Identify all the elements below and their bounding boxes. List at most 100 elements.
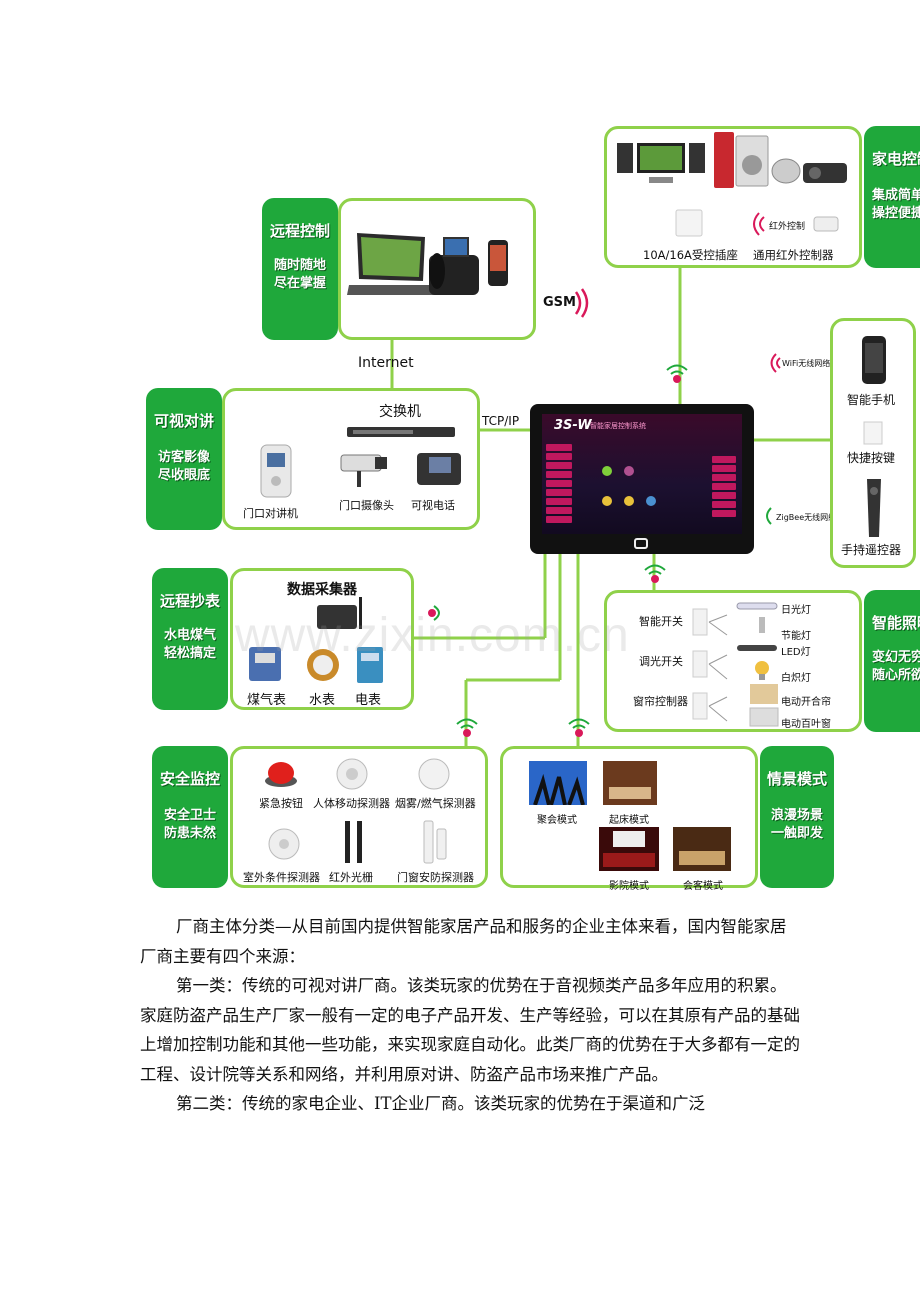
smart-home-diagram: 远程控制 随时随地 尽在掌握 GSM Internet 可视对讲 访客影像 尽收… bbox=[146, 126, 920, 892]
outdoor-detector-label: 室外条件探测器 bbox=[243, 871, 320, 884]
appliance-control-box: 红外控制 10A/16A受控插座 通用红外控制器 bbox=[604, 126, 862, 268]
wireless-signal-icon bbox=[428, 605, 440, 621]
smoke-detector-icon bbox=[418, 758, 450, 790]
meter-reading-box: 数据采集器 煤气表 水表 电表 bbox=[230, 568, 414, 710]
scene-mode-slogan-2: 一触即发 bbox=[770, 826, 823, 841]
video-intercom-slogan-2: 尽收眼底 bbox=[157, 468, 210, 483]
blinds-icon bbox=[749, 707, 779, 727]
infrared-grating-icon bbox=[345, 821, 362, 863]
smart-lighting-title: 智能照明 bbox=[872, 614, 920, 632]
smart-lighting-slogan-1: 变幻无穷 bbox=[872, 650, 920, 665]
energy-saving-lamp-icon bbox=[759, 617, 765, 633]
paragraph-category-1: 第一类：传统的可视对讲厂商。该类玩家的优势在于音视频类产品多年应用的积累。家庭防… bbox=[140, 976, 800, 1084]
remote-control-tag: 远程控制 随时随地 尽在掌握 bbox=[262, 198, 338, 340]
remote-control-box bbox=[338, 198, 536, 340]
security-title: 安全监控 bbox=[159, 770, 220, 788]
smartphone-label: 智能手机 bbox=[847, 393, 896, 407]
wifi-label: WiFi无线网络 bbox=[782, 359, 831, 368]
reception-scene-label: 会客模式 bbox=[683, 881, 723, 892]
mobile-phone-icon bbox=[488, 240, 508, 286]
led-lamp-icon bbox=[737, 645, 777, 651]
remote-control-slogan-1: 随时随地 bbox=[273, 258, 326, 273]
data-collector-label: 数据采集器 bbox=[287, 582, 357, 598]
security-slogan-2: 防患未然 bbox=[163, 826, 216, 841]
ir-controller-icon bbox=[813, 216, 839, 232]
appliance-control-slogan-2: 操控便捷 bbox=[872, 206, 920, 221]
meter-reading-title: 远程抄表 bbox=[159, 592, 220, 610]
electric-meter-icon bbox=[357, 647, 383, 683]
wakeup-scene-label: 起床模式 bbox=[609, 815, 649, 826]
panel-lock-icon bbox=[602, 466, 612, 476]
video-phone-label: 可视电话 bbox=[411, 499, 455, 512]
led-lamp-label: LED灯 bbox=[781, 647, 811, 658]
tcpip-label: TCP/IP bbox=[482, 414, 520, 428]
zigbee-signal-icon bbox=[766, 507, 772, 525]
panel-tv-icon bbox=[646, 496, 656, 506]
party-scene-label: 聚会模式 bbox=[537, 815, 577, 826]
video-intercom-tag: 可视对讲 访客影像 尽收眼底 bbox=[146, 388, 222, 530]
watermark: www.zixin.com.cn bbox=[235, 609, 630, 662]
emergency-button-label: 紧急按钮 bbox=[259, 797, 303, 810]
control-panel-screen: 3S-W 智能家居控制系统 bbox=[542, 414, 742, 534]
incandescent-lamp-label: 白炽灯 bbox=[781, 673, 811, 684]
fridge-icon bbox=[714, 132, 734, 188]
scene-mode-tag: 情景模式 浪漫场景 一触即发 bbox=[760, 746, 834, 888]
ir-control-label: 红外控制 bbox=[769, 222, 806, 232]
panel-subtitle: 智能家居控制系统 bbox=[590, 422, 646, 430]
incandescent-lamp-icon bbox=[755, 661, 769, 680]
scene-mode-box: 聚会模式 起床模式 影院模式 会客模式 bbox=[500, 746, 758, 892]
paragraph-category-2: 第二类：传统的家电企业、IT企业厂商。该类玩家的优势在于渠道和广泛 bbox=[176, 1094, 706, 1113]
dimmer-switch-label: 调光开关 bbox=[639, 655, 683, 668]
smart-lighting-box: 智能开关 调光开关 窗帘控制器 日光灯 节能灯 LED灯 bbox=[604, 590, 862, 732]
security-box: 紧急按钮 人体移动探测器 烟雾/燃气探测器 室外条件探测器 红外光栅 门窗安防探… bbox=[230, 746, 488, 888]
panel-menu-left bbox=[546, 444, 572, 525]
gas-meter-icon bbox=[249, 647, 281, 681]
mobile-devices-box: 智能手机 快捷按键 手持遥控器 bbox=[830, 318, 916, 568]
smoke-detector-label: 烟雾/燃气探测器 bbox=[395, 797, 476, 810]
curtain-label: 电动开合帘 bbox=[781, 697, 831, 708]
security-tag: 安全监控 安全卫士 防患未然 bbox=[152, 746, 228, 888]
electric-meter-label: 电表 bbox=[355, 693, 382, 708]
socket-icon bbox=[675, 209, 703, 237]
video-intercom-title: 可视对讲 bbox=[153, 412, 214, 430]
speaker-tv-icon bbox=[617, 143, 705, 183]
data-collector-icon bbox=[317, 597, 362, 629]
gsm-signal-icon bbox=[574, 288, 589, 318]
door-window-detector-icon bbox=[423, 820, 447, 864]
cinema-scene-image bbox=[599, 827, 659, 871]
wireless-signal-icon bbox=[456, 718, 478, 737]
smartphone-icon bbox=[862, 336, 886, 384]
gas-meter-label: 煤气表 bbox=[247, 693, 287, 708]
motion-detector-label: 人体移动探测器 bbox=[313, 797, 390, 810]
outdoor-detector-icon bbox=[268, 828, 300, 860]
wireless-signal-icon bbox=[568, 718, 590, 737]
video-intercom-slogan-1: 访客影像 bbox=[157, 450, 210, 465]
ir-signal-icon bbox=[753, 212, 765, 236]
smart-switch-label: 智能开关 bbox=[639, 615, 683, 628]
door-camera-icon bbox=[340, 454, 387, 487]
control-panel: 3S-W 智能家居控制系统 bbox=[530, 404, 754, 554]
fluorescent-lamp-label: 日光灯 bbox=[781, 605, 811, 616]
meter-reading-slogan-2: 轻松搞定 bbox=[163, 646, 216, 661]
blinds-label: 电动百叶窗 bbox=[781, 719, 831, 730]
panel-home-button[interactable] bbox=[634, 538, 648, 549]
switch-panels-icon bbox=[692, 608, 728, 722]
party-scene-image bbox=[529, 761, 587, 805]
infrared-grating-label: 红外光栅 bbox=[329, 871, 373, 884]
desk-phone-icon bbox=[429, 237, 479, 295]
socket-label: 10A/16A受控插座 bbox=[643, 248, 738, 262]
panel-lock-icon bbox=[624, 466, 634, 476]
appliance-control-title: 家电控制 bbox=[872, 150, 920, 168]
video-phone-icon bbox=[417, 453, 461, 485]
article-body: 厂商主体分类—从目前国内提供智能家居产品和服务的企业主体来看，国内智能家居厂商主… bbox=[140, 912, 800, 1119]
curtain-icon bbox=[750, 684, 778, 704]
zigbee-label: ZigBee无线网络 bbox=[776, 513, 837, 522]
appliance-control-slogan-1: 集成简单 bbox=[872, 188, 920, 203]
panel-brand: 3S-W bbox=[554, 418, 592, 433]
network-switch-icon bbox=[347, 427, 455, 437]
curtain-controller-label: 窗帘控制器 bbox=[633, 695, 688, 708]
emergency-button-icon bbox=[265, 762, 297, 787]
remote-control-title: 远程控制 bbox=[269, 222, 330, 240]
door-window-detector-label: 门窗安防探测器 bbox=[397, 871, 474, 884]
switch-label: 交换机 bbox=[379, 404, 421, 420]
